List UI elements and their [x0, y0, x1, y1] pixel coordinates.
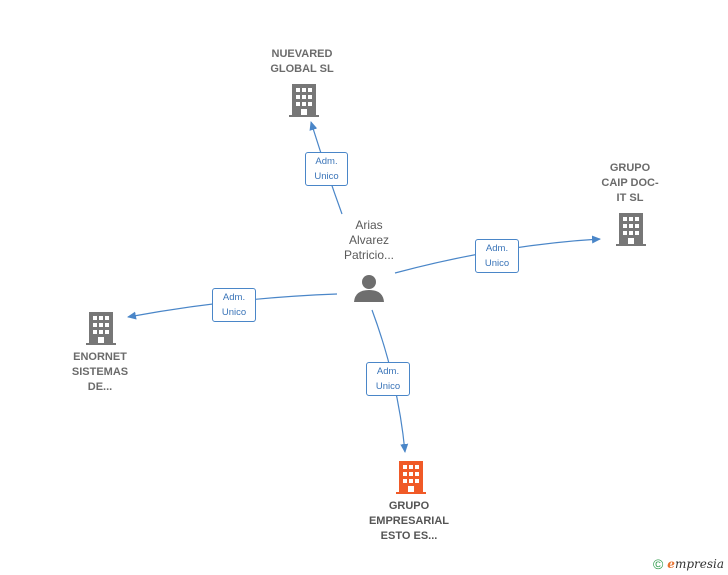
company-label-grupo-caip[interactable]: GRUPO CAIP DOC- IT SL: [601, 162, 659, 204]
person-icon[interactable]: [354, 275, 384, 302]
footer-brand: © empresia: [653, 556, 724, 572]
building-icon-grupo-empresarial[interactable]: [396, 461, 426, 494]
relation-label-grupo-caip: Adm. Unico: [475, 239, 519, 273]
building-icon-grupo-caip[interactable]: [616, 213, 646, 246]
relation-label-nuevared: Adm. Unico: [305, 152, 348, 186]
relation-label-enornet: Adm. Unico: [212, 288, 256, 322]
company-label-enornet[interactable]: ENORNET SISTEMAS DE...: [71, 351, 129, 393]
company-label-nuevared[interactable]: NUEVARED GLOBAL SL: [270, 48, 334, 75]
person-label[interactable]: Arias Alvarez Patricio...: [343, 218, 394, 262]
building-icon-nuevared[interactable]: [289, 84, 319, 117]
relation-label-grupo-empresarial: Adm. Unico: [366, 362, 410, 396]
copyright-icon: ©: [652, 556, 664, 572]
building-icon-enornet[interactable]: [86, 312, 116, 345]
empresia-logo[interactable]: empresia: [667, 557, 724, 571]
company-label-grupo-empresarial[interactable]: GRUPO EMPRESARIAL ESTO ES...: [368, 500, 450, 542]
